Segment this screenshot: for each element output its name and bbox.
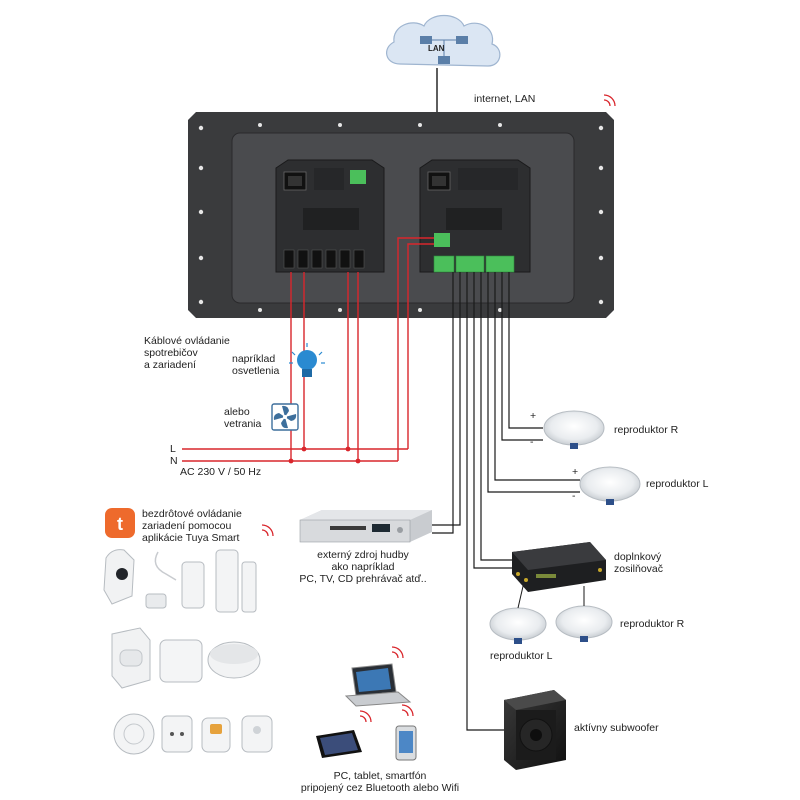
- control-panel: [188, 112, 614, 318]
- speaker-r-top-label: reproduktor R: [614, 424, 679, 436]
- mains-label: AC 230 V / 50 Hz: [180, 466, 262, 478]
- wifi-signal-icon: [359, 710, 372, 723]
- wired-control-module: [275, 159, 385, 273]
- ventilation-label: alebo vetrania: [224, 406, 262, 430]
- laptop-icon: [344, 663, 412, 707]
- sensor-icon: [215, 549, 257, 613]
- speaker-r-bottom-label: reproduktor R: [620, 618, 685, 630]
- minus-sign: -: [530, 436, 534, 448]
- tuya-logo-icon: t: [105, 508, 135, 538]
- tablet-icon: [316, 730, 362, 758]
- sensor-icon: [103, 549, 135, 605]
- smart-plug-icon: [201, 717, 231, 753]
- speaker-icon: [489, 607, 547, 644]
- speaker-icon: [579, 466, 641, 505]
- internet-label: internet, LAN: [474, 93, 536, 105]
- line-n-label: N: [170, 455, 178, 467]
- audio-network-module: [419, 159, 531, 273]
- line-l-label: L: [170, 443, 176, 455]
- wireless-control-label: bezdrôtové ovládanie zariadení pomocou a…: [142, 508, 242, 544]
- smart-plug-icon: [161, 715, 193, 753]
- signal-wiring: [432, 272, 580, 731]
- wifi-signal-icon: [401, 704, 414, 717]
- wired-control-label: Káblové ovládanie spotrebičov a zariaden…: [144, 335, 230, 371]
- speaker-icon: [555, 605, 613, 642]
- network-switch-icon: [420, 36, 468, 64]
- svg-text:t: t: [117, 514, 123, 534]
- amplifier-icon: [512, 542, 606, 592]
- wifi-signal-icon: [603, 94, 616, 107]
- wifi-signal-icon: [261, 524, 274, 537]
- mains-junctions: [288, 446, 361, 464]
- devices-label: PC, tablet, smartfón pripojený cez Bluet…: [300, 770, 460, 794]
- cloud-icon: [386, 14, 501, 67]
- external-source-label: externý zdroj hudby ako napríklad PC, TV…: [299, 549, 427, 585]
- subwoofer-icon: [504, 690, 566, 770]
- plus-sign: +: [530, 410, 537, 422]
- speaker-l-top-label: reproduktor L: [646, 478, 709, 490]
- sensor-icon: [113, 713, 155, 755]
- subwoofer-label: aktívny subwoofer: [574, 722, 659, 734]
- sensor-icon: [207, 641, 261, 679]
- minus-sign: -: [572, 490, 576, 502]
- cd-player-icon: [299, 510, 432, 543]
- speaker-icon: [543, 410, 605, 449]
- wifi-signal-icon: [391, 646, 404, 659]
- light-bulb-icon: [289, 343, 325, 377]
- speaker-l-bottom-label: reproduktor L: [490, 650, 553, 662]
- sensor-icon: [159, 639, 203, 683]
- sensor-icon: [145, 551, 205, 609]
- lan-label: LAN: [428, 44, 445, 53]
- smart-plug-icon: [241, 715, 273, 753]
- sensor-icon: [111, 627, 151, 689]
- amplifier-label: doplnkový zosilňovač: [614, 551, 664, 575]
- lighting-label: napríklad osvetlenia: [232, 353, 280, 377]
- fan-icon: [271, 403, 299, 431]
- plus-sign: +: [572, 466, 579, 478]
- smartphone-icon: [395, 725, 417, 761]
